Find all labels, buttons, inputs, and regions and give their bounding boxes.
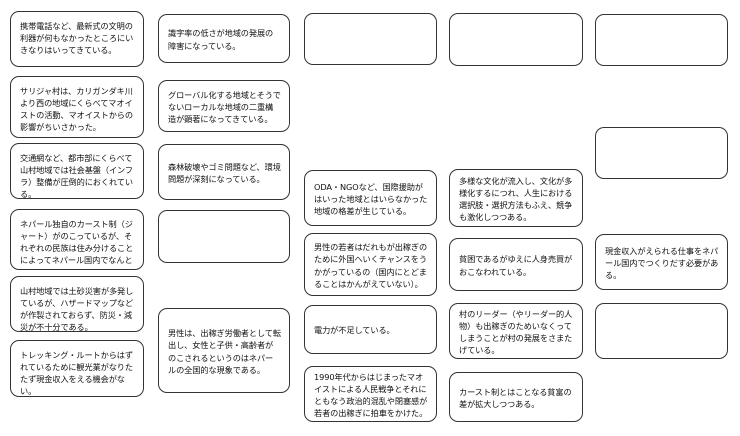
card-text: 交通網など、都市部にくらべて山村地域では社会基盤（インフラ）整備が圧倒的におくれ… [20, 153, 133, 199]
card-text: 現金収入がえられる仕事をネパール国内でつくりだす必要がある。 [605, 245, 719, 281]
card-literacy-rate: 識字率の低さが地域の発展の障害になっている。 [158, 14, 290, 63]
card-empty [595, 127, 728, 179]
card-dual-structure: グローバル化する地域とそうでないローカルな地域の二重構造が顕著になってきている。 [158, 80, 290, 132]
card-text: サリジャ村は、カリガンダキ川より西の地域にくらべてマオイストの活動、マオイストか… [20, 86, 133, 133]
card-text: 識字率の低さが地域の発展の障害になっている。 [168, 28, 274, 51]
card-text: 貧困であるがゆえに人身売買がおこなわれている。 [459, 254, 573, 277]
card-text: ネパール独自のカースト制（ジャート）がのこっているが、それぞれの民族は住み分ける… [20, 219, 134, 269]
card-text: 男性は、出稼ぎ労働者として転出し、女性と子供・高齢者がのこされるというのはネパー… [168, 328, 281, 375]
card-mobile-phones: 携帯電話など、最新式の文明の利器が何もなかったところにいきなりはいってきている。 [10, 11, 144, 67]
card-text: 多様な文化が流入し、文化が多様化するにつれ、人生における選択肢・選択方法もふえ、… [459, 175, 573, 223]
card-environmental-problems: 森林破壊やゴミ問題など、環境問題が深刻になっている。 [158, 144, 290, 200]
card-empty [595, 303, 728, 359]
card-human-trafficking: 貧困であるがゆえに人身売買がおこなわれている。 [449, 238, 583, 291]
card-cultural-diversity: 多様な文化が流入し、文化が多様化するにつれ、人生における選択肢・選択方法もふえ、… [449, 169, 583, 227]
card-text: 森林破壊やゴミ問題など、環境問題が深刻になっている。 [168, 161, 281, 184]
card-trekking-route: トレッキング・ルートからはずれているために観光業がなりたたず現金収入をえる機会が… [10, 340, 144, 397]
card-young-men-abroad: 男性の若者はだれもが出稼ぎのために外国へいくチャンスをうかがっているの（国内にと… [304, 233, 437, 296]
card-text: 携帯電話など、最新式の文明の利器が何もなかったところにいきなりはいってきている。 [20, 21, 134, 56]
card-power-shortage: 電力が不足している。 [304, 305, 437, 354]
card-wealth-gap: カースト制とはことなる貧富の差が拡大しつつある。 [449, 372, 583, 422]
card-sarija-village: サリジャ村は、カリガンダキ川より西の地域にくらべてマオイストの活動、マオイストか… [10, 76, 144, 138]
card-text: 男性の若者はだれもが出稼ぎのために外国へいくチャンスをうかがっているの（国内にと… [314, 242, 428, 289]
card-text: 1990年代からはじまったマオイストによる人民戦争とそれにともなう政治的混乱や閉… [314, 371, 428, 419]
card-migrant-workers: 男性は、出稼ぎ労働者として転出し、女性と子供・高齢者がのこされるというのはネパー… [158, 308, 290, 393]
card-village-leaders: 村のリーダー（やリーダー的人物）も出稼ぎのためいなくってしまうことが村の発展をさ… [449, 303, 583, 359]
card-empty [449, 13, 583, 66]
card-text: 村のリーダー（やリーダー的人物）も出稼ぎのためいなくってしまうことが村の発展をさ… [459, 308, 573, 356]
card-text: ODA・NGOなど、国際援助がはいった地域とはいらなかった地域の格差が生じている… [314, 181, 428, 217]
card-caste-system: ネパール独自のカースト制（ジャート）がのこっているが、それぞれの民族は住み分ける… [10, 209, 144, 270]
card-international-aid-gap: ODA・NGOなど、国際援助がはいった地域とはいらなかった地域の格差が生じている… [304, 170, 437, 226]
card-empty [158, 210, 290, 263]
card-text: グローバル化する地域とそうでないローカルな地域の二重構造が顕著になってきている。 [168, 89, 281, 125]
card-domestic-jobs: 現金収入がえられる仕事をネパール国内でつくりだす必要がある。 [595, 234, 728, 290]
card-empty [595, 14, 728, 66]
card-maoist-war: 1990年代からはじまったマオイストによる人民戦争とそれにともなう政治的混乱や閉… [304, 366, 437, 422]
card-text: トレッキング・ルートからはずれているために観光業がなりたたず現金収入をえる機会が… [20, 350, 133, 397]
card-text: カースト制とはことなる貧富の差が拡大しつつある。 [459, 386, 572, 409]
card-landslide-disasters: 山村地域では土砂災害が多発しているが、ハザードマップなどが作製されておらず、防災… [10, 276, 144, 332]
card-text: 電力が不足している。 [314, 325, 395, 336]
card-empty [304, 13, 437, 65]
card-infrastructure: 交通網など、都市部にくらべて山村地域では社会基盤（インフラ）整備が圧倒的におくれ… [10, 143, 144, 199]
card-text: 山村地域では土砂災害が多発しているが、ハザードマップなどが作製されておらず、防災… [20, 286, 134, 332]
